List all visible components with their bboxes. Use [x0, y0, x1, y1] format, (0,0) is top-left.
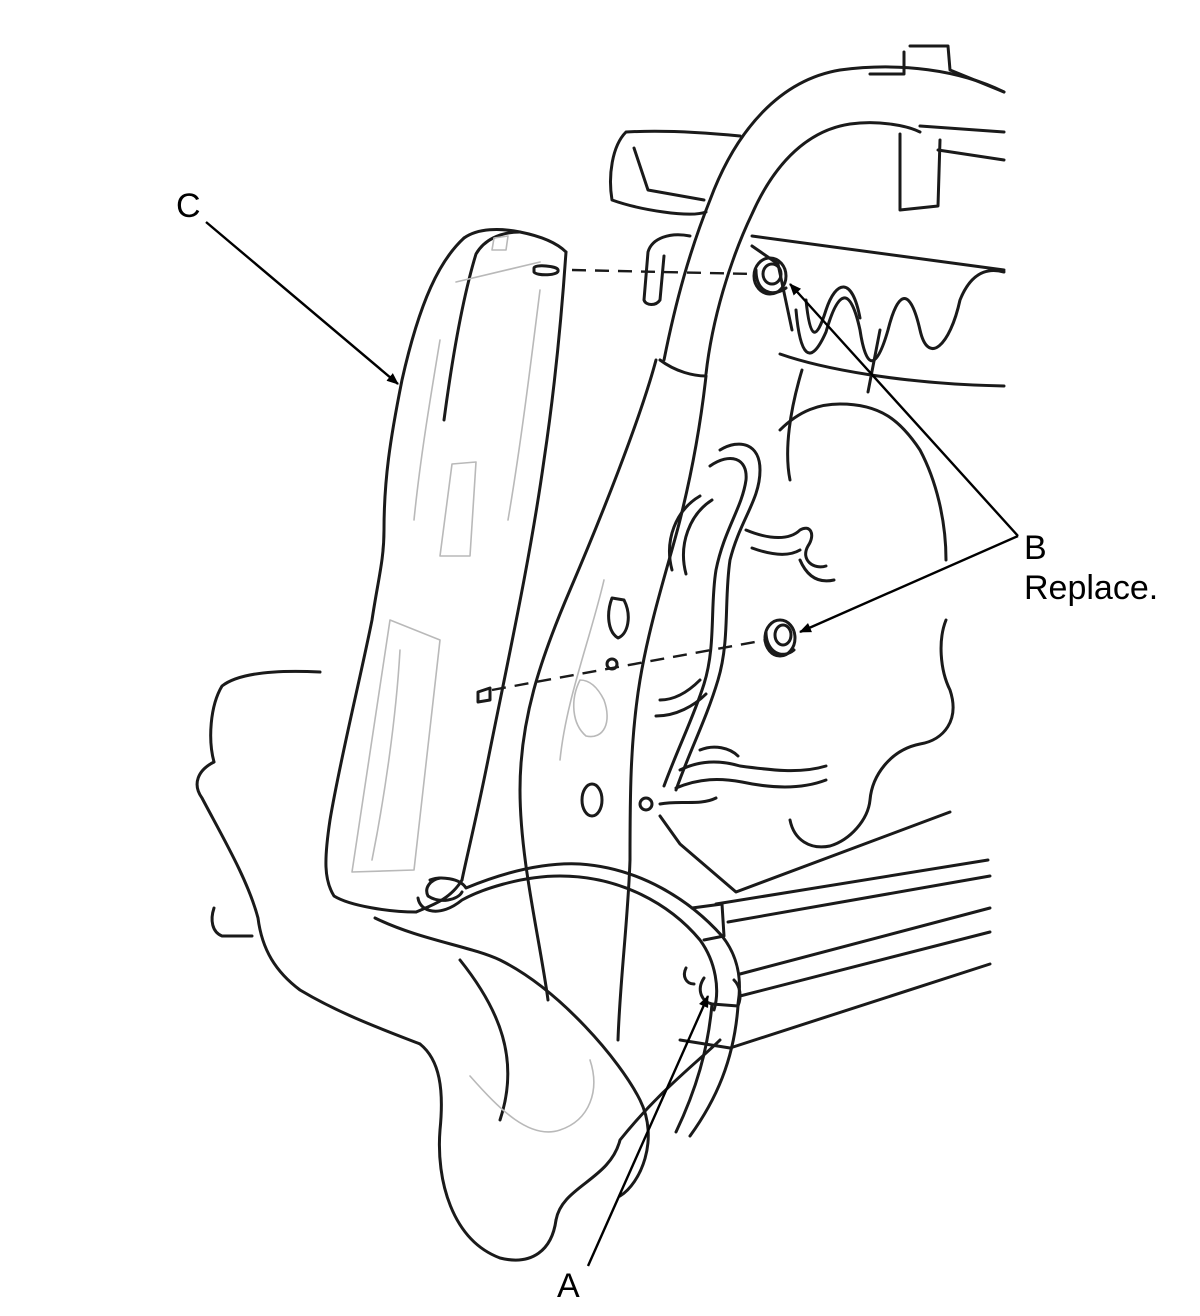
- mounting-nut-upper: [752, 256, 788, 296]
- leader-line-a: [586, 995, 710, 1267]
- callout-b-note: Replace.: [1024, 569, 1159, 607]
- leader-line-b-lower: [799, 534, 1019, 634]
- wire-harness: [654, 442, 836, 806]
- seat-back-side-pillar: [518, 358, 726, 1042]
- headrest-support-tube: [642, 65, 1006, 378]
- mounting-nut-lower: [763, 618, 797, 658]
- seat-cushion: [195, 669, 722, 1262]
- seat-back-panel: [778, 402, 955, 849]
- stud-alignment-line-lower: [491, 638, 767, 692]
- callout-c: C: [176, 187, 201, 225]
- leader-line-b-upper: [789, 283, 1019, 537]
- callout-a: A: [557, 1267, 580, 1305]
- harness-clip: [416, 862, 742, 1138]
- seat-back-frame: [609, 44, 1006, 482]
- callout-b: B: [1024, 529, 1047, 567]
- leader-line-c: [205, 221, 399, 385]
- side-airbag-module: [324, 228, 568, 914]
- stud-alignment-line-upper: [571, 268, 755, 276]
